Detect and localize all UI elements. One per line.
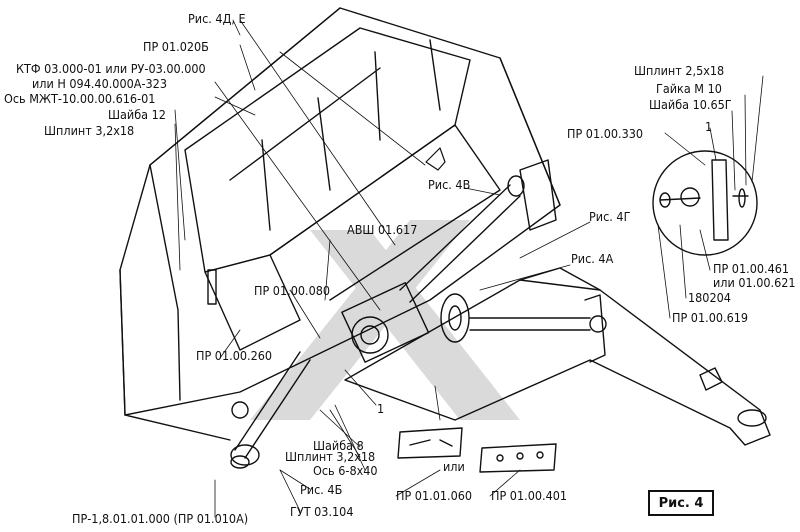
label-gut: ГУТ 03.104 <box>290 504 354 519</box>
label-ris-4de: Рис. 4Д, Е <box>188 11 246 26</box>
label-shayba-12: Шайба 12 <box>108 107 166 122</box>
label-pr-01-00-461: ПР 01.00.461 <box>713 261 790 276</box>
hitch-plates <box>397 427 557 473</box>
drive-shaft <box>230 175 607 469</box>
watermark <box>250 220 520 420</box>
label-avsh: АВШ 01.617 <box>347 222 418 237</box>
label-pr-01-00-080: ПР 01.00.080 <box>254 283 331 298</box>
detail-circle <box>652 150 758 256</box>
label-shayba-8: Шайба 8 <box>313 438 364 453</box>
label-ili-621: или 01.00.621 <box>713 275 796 290</box>
figure-caption: Рис. 4 <box>648 490 714 516</box>
label-ili-n: или Н 094.40.000А-323 <box>32 76 167 91</box>
label-shayba-10: Шайба 10.65Г <box>649 97 732 112</box>
label-pr-01-020b: ПР 01.020Б <box>143 39 209 54</box>
label-ris-4g: Рис. 4Г <box>589 209 631 224</box>
label-shplint-32b: Шплинт 3,2х18 <box>285 449 376 464</box>
label-pr-01-00-401: ПР 01.00.401 <box>491 488 568 503</box>
label-os-6x40: Ось 6-8х40 <box>313 463 378 478</box>
callout-1-detail: 1 <box>705 119 713 134</box>
callout-1-main: 1 <box>377 401 385 416</box>
label-ris-4v: Рис. 4В <box>428 177 471 192</box>
label-shplint-25: Шплинт 2,5х18 <box>634 63 725 78</box>
label-ris-4b: Рис. 4Б <box>300 482 343 497</box>
label-os-mzht: Ось МЖТ-10.00.00.616-01 <box>4 91 156 106</box>
label-ris-4a: Рис. 4А <box>571 251 614 266</box>
label-shplint-32: Шплинт 3,2х18 <box>44 123 135 138</box>
label-pr-1-8: ПР-1,8.01.01.000 (ПР 01.010А) <box>72 511 249 526</box>
label-180204: 180204 <box>688 290 731 305</box>
label-gayka: Гайка М 10 <box>656 81 722 96</box>
label-ili-plates: или <box>443 459 465 474</box>
hopper-body <box>119 7 561 441</box>
label-ktf: КТФ 03.000-01 или РУ-03.00.000 <box>16 61 206 76</box>
label-pr-01-01-060: ПР 01.01.060 <box>396 488 473 503</box>
label-pr-01-00-330: ПР 01.00.330 <box>567 126 644 141</box>
leader-lines <box>174 19 764 518</box>
label-pr-01-00-260: ПР 01.00.260 <box>196 348 273 363</box>
label-pr-01-00-619: ПР 01.00.619 <box>672 310 749 325</box>
